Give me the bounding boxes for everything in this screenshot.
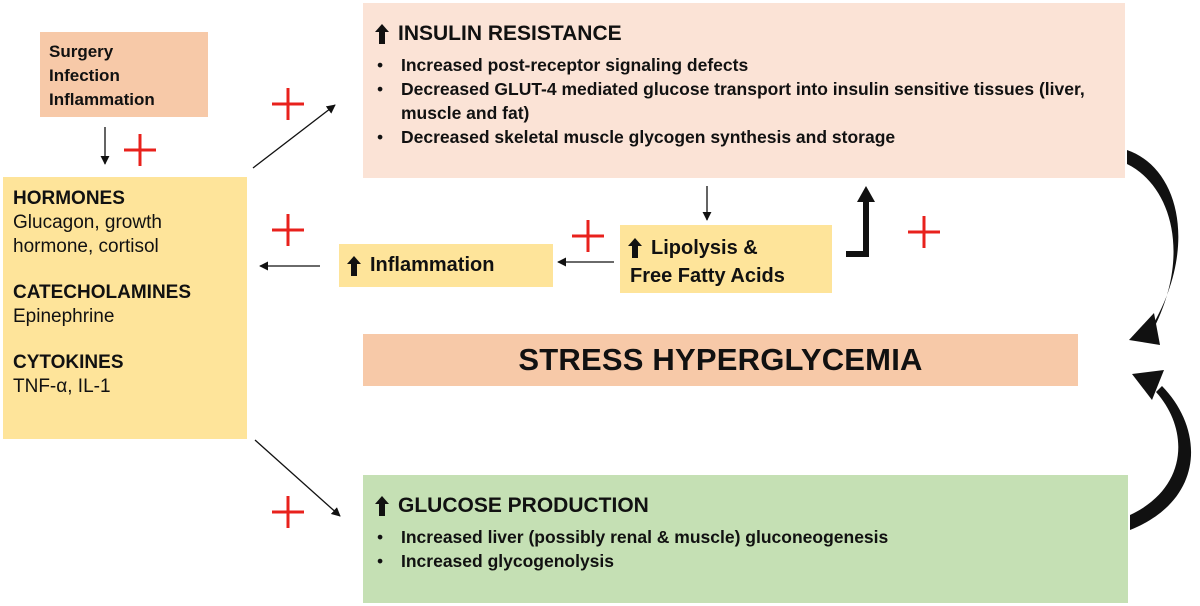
hormones-heading: HORMONES [13, 188, 125, 209]
lipolysis-line1: Lipolysis & [651, 237, 758, 259]
hormones-text: Glucagon, growth hormone, cortisol [13, 212, 162, 257]
curved-arrow-insulin-to-stress [1127, 150, 1179, 333]
lipolysis-box: Lipolysis & Free Fatty Acids [620, 225, 832, 293]
up-arrow-icon [375, 24, 389, 44]
catecholamines-text: Epinephrine [13, 306, 115, 327]
glucose-production-title-row: GLUCOSE PRODUCTION [375, 493, 1128, 519]
plus-icon [272, 496, 304, 528]
elbow-arrow-lipolysis-to-insulin [846, 202, 869, 257]
catecholamines-heading: CATECHOLAMINES [13, 282, 192, 303]
up-arrow-icon [347, 255, 361, 276]
plus-icon [272, 88, 304, 120]
inflammation-box: Inflammation [339, 244, 553, 287]
trigger-surgery: Surgery [49, 42, 114, 61]
hormones-group: HORMONES Glucagon, growth hormone, corti… [13, 187, 247, 259]
insulin-resistance-box: INSULIN RESISTANCE Increased post-recept… [363, 3, 1125, 178]
cytokines-group: CYTOKINES TNF-α, IL-1 [13, 351, 247, 399]
curved-arrowhead-bottom [1132, 370, 1164, 400]
glucose-production-title: GLUCOSE PRODUCTION [398, 494, 649, 517]
glucose-production-box: GLUCOSE PRODUCTION Increased liver (poss… [363, 475, 1128, 603]
cytokines-heading: CYTOKINES [13, 352, 124, 373]
elbow-arrowhead [857, 186, 875, 202]
trigger-inflammation: Inflammation [49, 90, 155, 109]
inflammation-label: Inflammation [370, 254, 495, 276]
arrow-hormones-to-insulin [252, 104, 336, 169]
plus-icon [124, 134, 156, 166]
mediators-box: HORMONES Glucagon, growth hormone, corti… [3, 177, 247, 439]
arrow-hormones-to-glucose [254, 439, 341, 517]
lipolysis-line2: Free Fatty Acids [630, 265, 785, 287]
plus-icon [272, 214, 304, 246]
glucose-production-list: Increased liver (possibly renal & muscle… [375, 525, 1128, 573]
plus-icon [572, 220, 604, 252]
curved-arrow-glucose-to-stress [1130, 386, 1192, 530]
list-item: Increased post-receptor signaling defect… [375, 53, 1125, 77]
plus-icon [908, 216, 940, 248]
triggers-box: Surgery Infection Inflammation [40, 32, 208, 117]
up-arrow-icon [628, 238, 642, 258]
lipolysis-line1-row: Lipolysis & [628, 234, 832, 262]
up-arrow-icon [375, 496, 389, 516]
list-item: Increased liver (possibly renal & muscle… [375, 525, 1128, 549]
plus-signs [124, 88, 940, 528]
trigger-infection: Infection [49, 66, 120, 85]
list-item: Decreased skeletal muscle glycogen synth… [375, 125, 1125, 149]
insulin-resistance-title-row: INSULIN RESISTANCE [375, 21, 1125, 47]
stress-hyperglycemia-box: STRESS HYPERGLYCEMIA [363, 334, 1078, 386]
cytokines-text: TNF-α, IL-1 [13, 376, 111, 397]
insulin-resistance-title: INSULIN RESISTANCE [398, 22, 622, 45]
list-item: Increased glycogenolysis [375, 549, 1128, 573]
curved-arrowhead-top [1129, 313, 1160, 345]
insulin-resistance-list: Increased post-receptor signaling defect… [375, 53, 1125, 149]
stress-hyperglycemia-label: STRESS HYPERGLYCEMIA [518, 342, 923, 377]
catecholamines-group: CATECHOLAMINES Epinephrine [13, 281, 247, 329]
list-item: Decreased GLUT-4 mediated glucose transp… [375, 77, 1091, 125]
